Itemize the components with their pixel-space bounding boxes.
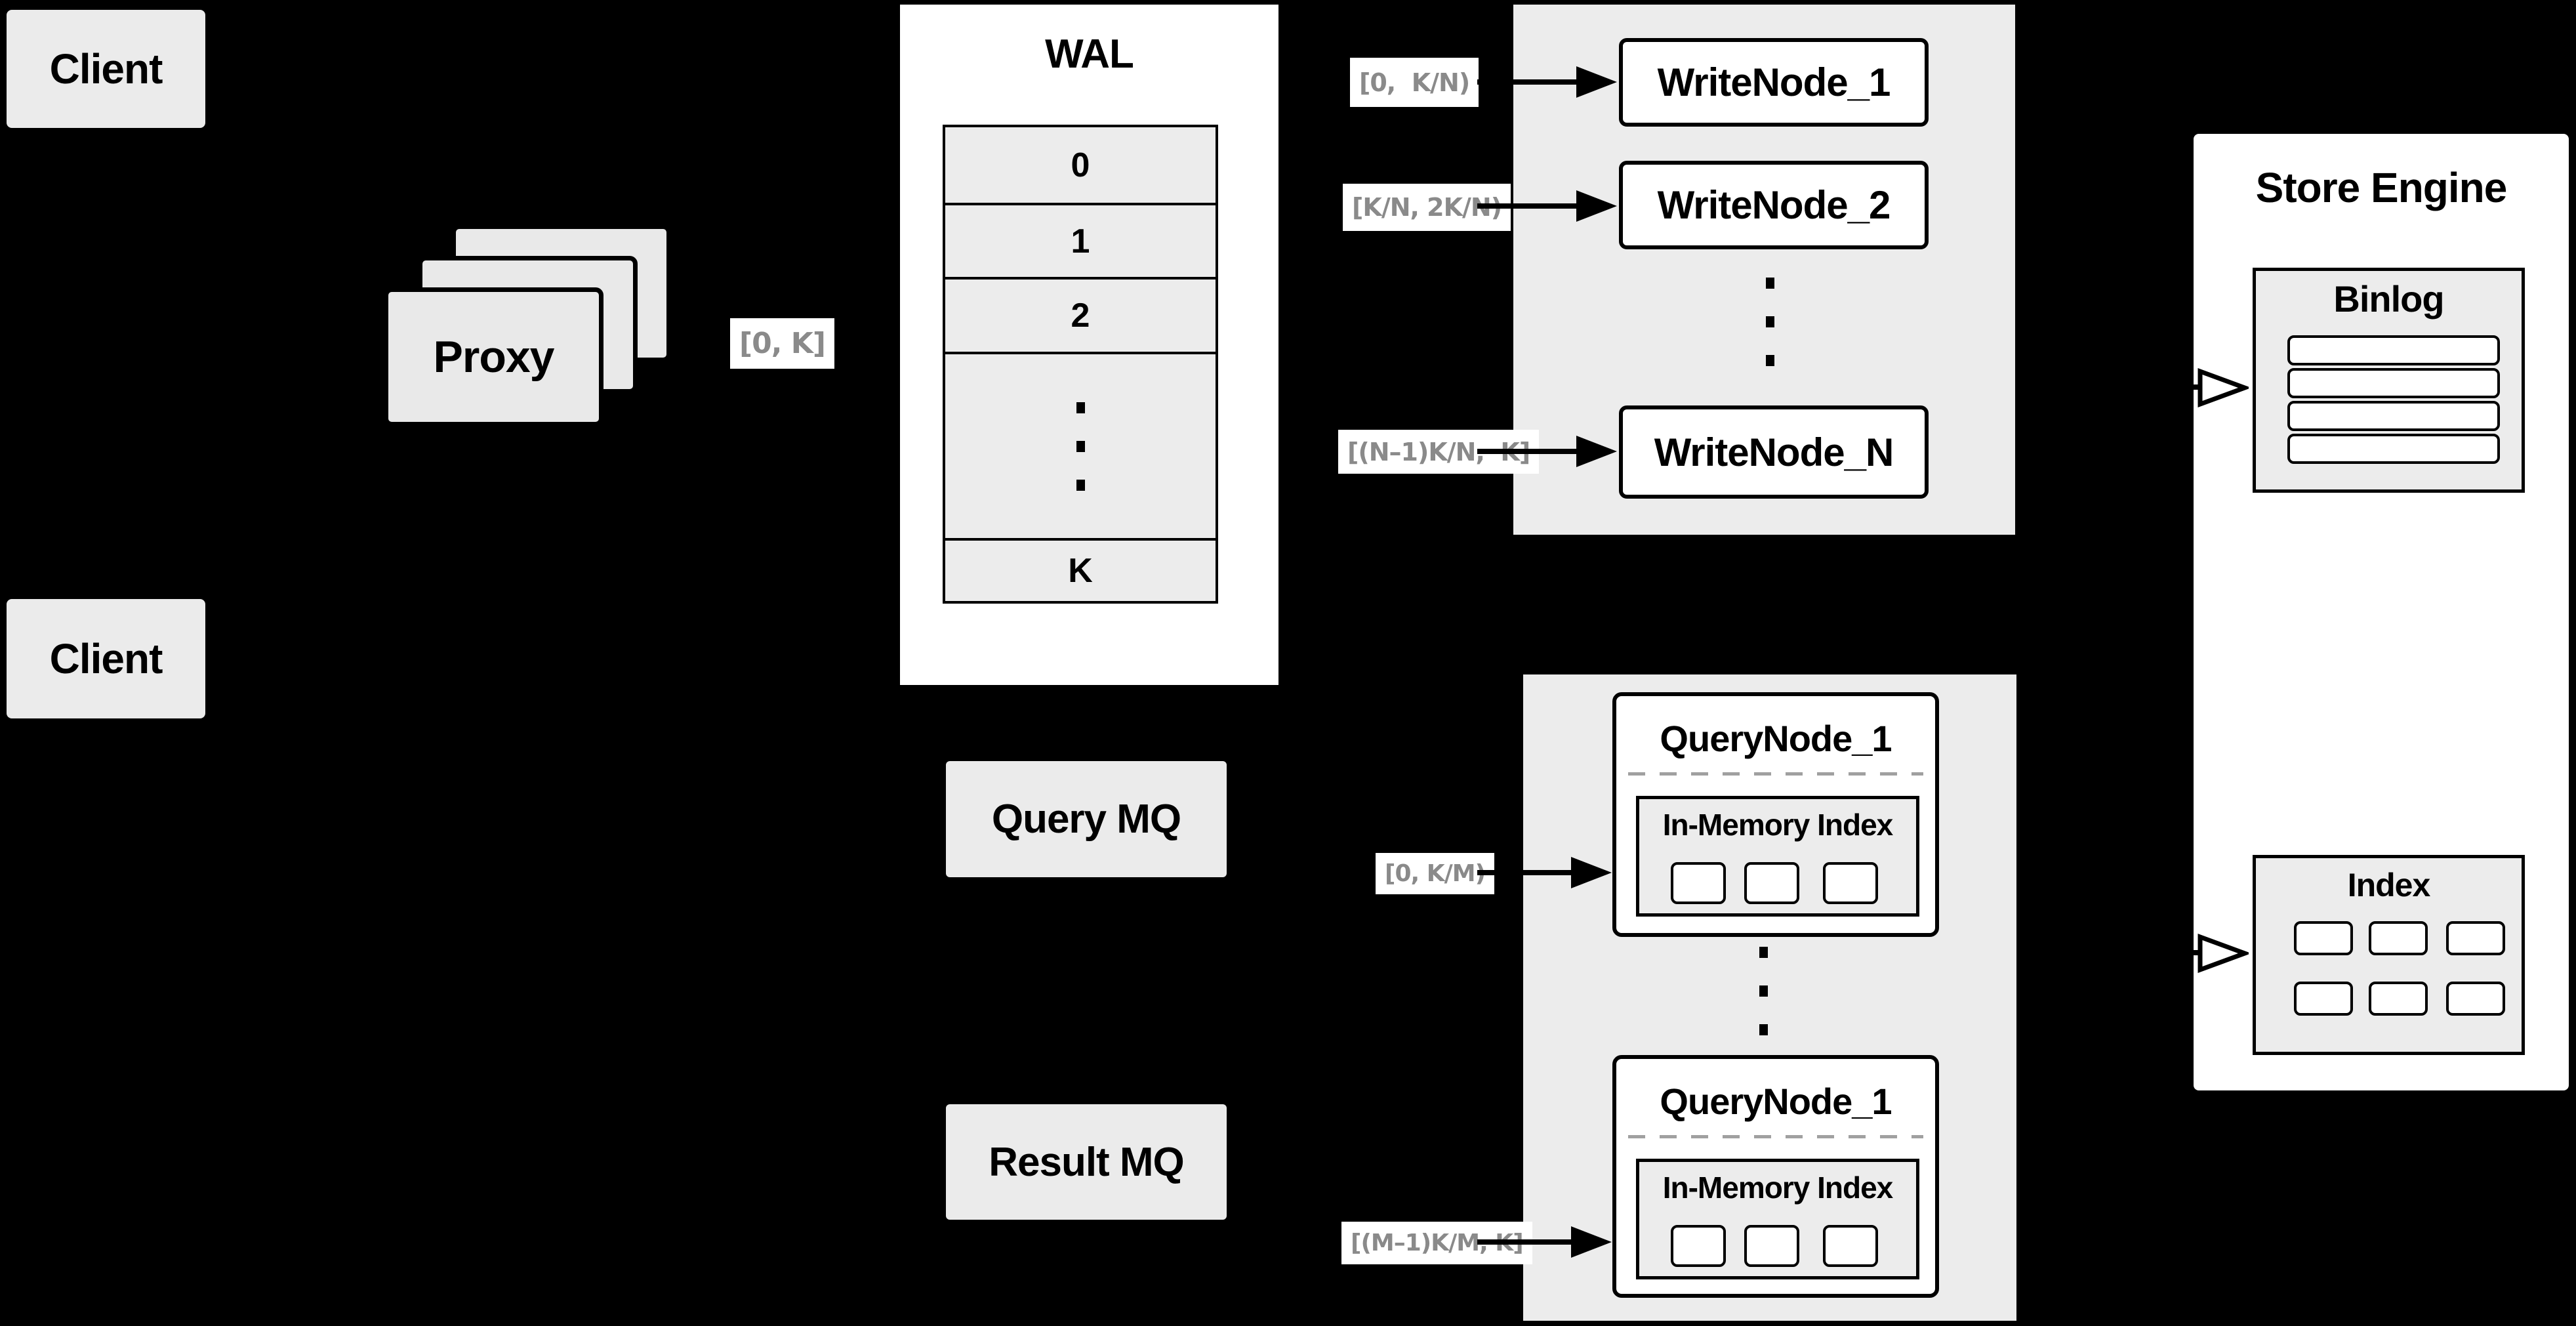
binlog-row xyxy=(2287,434,2500,464)
arrow-to-index xyxy=(2125,950,2201,955)
arrow-to-binlog xyxy=(2125,384,2201,390)
wal-row-0: 0 xyxy=(945,127,1216,203)
result-mq-node: Result MQ xyxy=(946,1104,1227,1220)
query-nodes-ellipsis xyxy=(1759,945,1768,1037)
query-mq-node: Query MQ xyxy=(946,761,1227,877)
wal-row-ellipsis xyxy=(945,352,1216,538)
range-label-query-m: [(M–1)K/M, K] xyxy=(1341,1222,1532,1264)
dashed-separator xyxy=(1628,1135,1923,1138)
index-cell xyxy=(2294,982,2353,1016)
store-engine-box: Store Engine Binlog Index xyxy=(2190,130,2573,1094)
arrow-head-icon xyxy=(1576,190,1617,222)
client-bottom-label: Client xyxy=(49,635,163,682)
ellipsis-dot-icon xyxy=(1076,440,1085,452)
query-node-m: QueryNode_1 In-Memory Index xyxy=(1612,1055,1939,1298)
index-segment-cell xyxy=(1744,862,1799,904)
wal-row-2: 2 xyxy=(945,277,1216,352)
arrow-to-writenode-n xyxy=(1477,449,1578,454)
binlog-row xyxy=(2287,368,2500,398)
proxy-node: Proxy xyxy=(384,287,603,426)
proxy-label: Proxy xyxy=(433,332,555,382)
client-bottom-node: Client xyxy=(7,599,205,718)
wal-row-k: K xyxy=(945,538,1216,601)
range-label-query-1: [0, K/M) xyxy=(1376,853,1495,894)
arrow-to-writenode-2 xyxy=(1477,203,1578,209)
dashed-separator xyxy=(1628,772,1923,776)
index-cell xyxy=(2294,921,2353,955)
binlog-row xyxy=(2287,401,2500,431)
arrow-head-icon xyxy=(1571,1226,1612,1258)
ellipsis-dot-icon xyxy=(1766,354,1774,366)
wal-segment-table: 0 1 2 K xyxy=(943,125,1218,604)
open-arrow-head-icon xyxy=(2198,367,2249,408)
ellipsis-dot-icon xyxy=(1759,1024,1768,1035)
query-node-1: QueryNode_1 In-Memory Index xyxy=(1612,692,1939,937)
index-cell xyxy=(2446,982,2505,1016)
wal-box: WAL 0 1 2 K xyxy=(897,2,1281,688)
range-label-write-2: [K/N, 2K/N) xyxy=(1343,184,1511,231)
arrow-to-querynode-1 xyxy=(1477,870,1572,875)
arrow-to-writenode-1 xyxy=(1477,79,1578,85)
ellipsis-dot-icon xyxy=(1076,402,1085,413)
range-label-write-1: [0, K/N) xyxy=(1350,58,1479,107)
in-memory-index-box: In-Memory Index xyxy=(1636,1159,1919,1279)
index-segment-cell xyxy=(1823,1225,1878,1267)
wal-title: WAL xyxy=(1045,31,1134,77)
index-segment-cell xyxy=(1671,862,1726,904)
ellipsis-dot-icon xyxy=(1076,479,1085,491)
ellipsis-dot-icon xyxy=(1759,946,1768,958)
arrow-head-icon xyxy=(1576,436,1617,467)
index-cell xyxy=(2369,921,2428,955)
index-cell xyxy=(2446,921,2505,955)
client-top-node: Client xyxy=(7,10,205,128)
arrow-head-icon xyxy=(1576,66,1617,98)
index-cell xyxy=(2369,982,2428,1016)
open-arrow-head-icon xyxy=(2198,933,2249,974)
binlog-row xyxy=(2287,335,2500,365)
write-node-n: WriteNode_N xyxy=(1619,405,1929,499)
arrow-to-querynode-m xyxy=(1477,1239,1572,1245)
in-memory-index-box: In-Memory Index xyxy=(1636,796,1919,917)
index-segment-cell xyxy=(1744,1225,1799,1267)
client-top-label: Client xyxy=(49,45,163,93)
write-node-1: WriteNode_1 xyxy=(1619,38,1929,127)
index-segment-cell xyxy=(1671,1225,1726,1267)
wal-row-1: 1 xyxy=(945,203,1216,277)
index-segment-cell xyxy=(1823,862,1878,904)
binlog-box: Binlog xyxy=(2253,268,2525,493)
arrow-head-icon xyxy=(1571,857,1612,888)
write-node-2: WriteNode_2 xyxy=(1619,161,1929,249)
ellipsis-dot-icon xyxy=(1759,985,1768,997)
write-nodes-ellipsis xyxy=(1766,276,1774,367)
index-box: Index xyxy=(2253,855,2525,1055)
ellipsis-dot-icon xyxy=(1766,277,1774,289)
range-label-proxy-to-wal: [0, K] xyxy=(730,318,834,369)
ellipsis-dot-icon xyxy=(1766,316,1774,327)
